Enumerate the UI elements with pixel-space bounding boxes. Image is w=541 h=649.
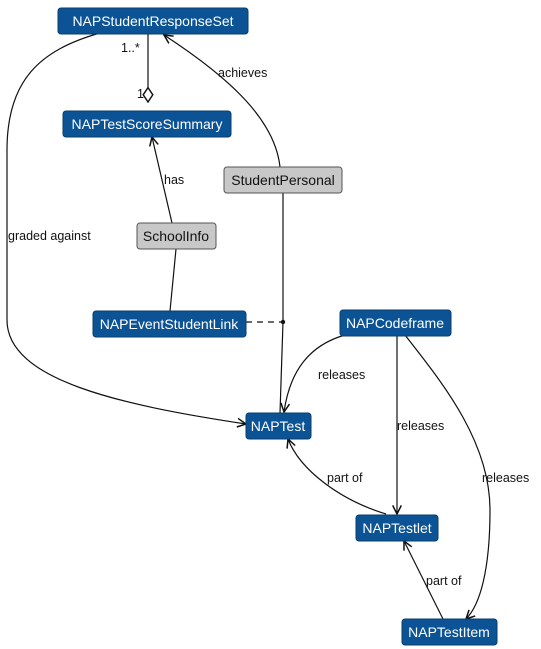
node-nap-test[interactable]: NAPTest [245,412,312,440]
edge-part-of-testlet [404,541,444,620]
node-label: NAPTestScoreSummary [72,116,223,132]
node-nap-event-student-link[interactable]: NAPEventStudentLink [92,310,247,338]
edge-student-test [279,193,284,414]
node-nap-codeframe[interactable]: NAPCodeframe [339,309,452,337]
edge-releases-item [404,334,491,619]
achieves-label: achieves [218,66,267,80]
multiplicity-one-label: 1 [137,87,144,101]
edge-part-of-test [288,439,387,515]
node-label: NAPTestlet [362,520,431,536]
edge-releases-test [284,334,346,412]
graded-against-label: graded against [8,229,91,243]
node-label: NAPCodeframe [346,315,444,331]
multiplicity-many-label: 1..* [121,41,140,55]
node-label: NAPTest [251,418,306,434]
edge-achieves [164,35,281,168]
edges [6,32,491,620]
node-nap-student-response-set[interactable]: NAPStudentResponseSet [57,7,249,35]
node-school-info[interactable]: SchoolInfo [136,222,217,250]
node-label: NAPEventStudentLink [100,316,240,332]
node-nap-test-item[interactable]: NAPTestItem [401,618,498,646]
releases-testlet-label: releases [397,419,444,433]
part-of-test-label: part of [327,471,363,485]
edge-labels: 1..* 1 achieves has graded against relea… [8,41,529,588]
node-label: SchoolInfo [143,228,209,244]
node-label: StudentPersonal [231,172,335,188]
releases-item-label: releases [482,471,529,485]
node-nap-test-score-summary[interactable]: NAPTestScoreSummary [62,110,232,138]
edge-school-event-link [169,248,177,312]
node-nap-testlet[interactable]: NAPTestlet [355,514,439,542]
has-label: has [164,173,184,187]
part-of-testlet-label: part of [426,574,462,588]
releases-test-label: releases [318,368,365,382]
edge-has [152,137,173,224]
node-label: NAPTestItem [408,624,490,640]
edge-graded-against [6,32,246,424]
node-student-personal[interactable]: StudentPersonal [223,166,343,194]
node-label: NAPStudentResponseSet [72,13,233,29]
association-point [280,319,286,325]
